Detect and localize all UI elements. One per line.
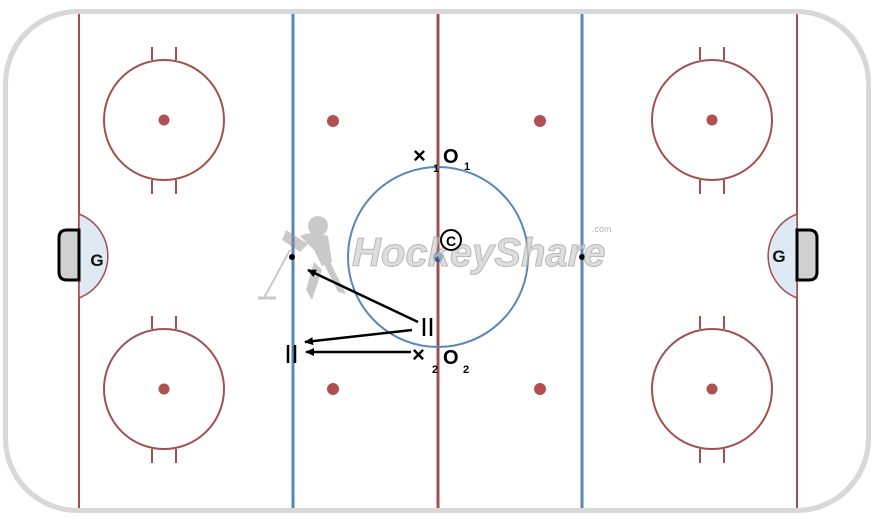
coach-marker xyxy=(440,229,462,251)
player-x2: × xyxy=(412,342,425,367)
pass-arrow xyxy=(307,268,419,324)
watermark-text: HockeyShare xyxy=(352,231,605,275)
neutral-zone-dot xyxy=(534,383,546,395)
pass-marker xyxy=(286,345,297,363)
neutral-zone-dot xyxy=(327,115,339,127)
watermark-suffix: .com xyxy=(592,224,612,234)
right-goal-net xyxy=(795,228,819,282)
player-x1-subscript: 1 xyxy=(433,163,439,175)
player-x1: × xyxy=(413,143,426,168)
player-o2-subscript: 2 xyxy=(463,364,469,376)
center-ice-dot xyxy=(433,252,443,262)
pass-marker xyxy=(422,318,433,336)
coach-label: C xyxy=(446,233,456,249)
player-o2: O xyxy=(443,347,459,369)
left-goal-net xyxy=(57,228,81,282)
faceoff-circle-bottom-left xyxy=(103,316,225,463)
faceoff-dot xyxy=(706,383,718,395)
left-goal-crease xyxy=(78,212,109,300)
blue-line-marker xyxy=(289,254,295,260)
blue-line-marker xyxy=(579,254,585,260)
player-o1-subscript: 1 xyxy=(464,161,470,173)
faceoff-dot xyxy=(158,383,170,395)
faceoff-dot xyxy=(158,114,170,126)
faceoff-circle-top-left xyxy=(103,47,225,194)
faceoff-circle-bottom-right xyxy=(651,316,773,463)
player-x2-subscript: 2 xyxy=(432,364,438,376)
neutral-zone-dot xyxy=(327,383,339,395)
center-faceoff-circle xyxy=(347,166,529,348)
pass-arrow xyxy=(304,328,413,346)
neutral-zone-dot xyxy=(534,115,546,127)
left-goalie-label: G xyxy=(90,251,103,270)
faceoff-dot xyxy=(706,114,718,126)
right-goal-crease xyxy=(767,212,798,300)
player-o1: O xyxy=(443,146,459,168)
right-goalie-label: G xyxy=(772,247,785,266)
faceoff-circle-top-right xyxy=(651,47,773,194)
